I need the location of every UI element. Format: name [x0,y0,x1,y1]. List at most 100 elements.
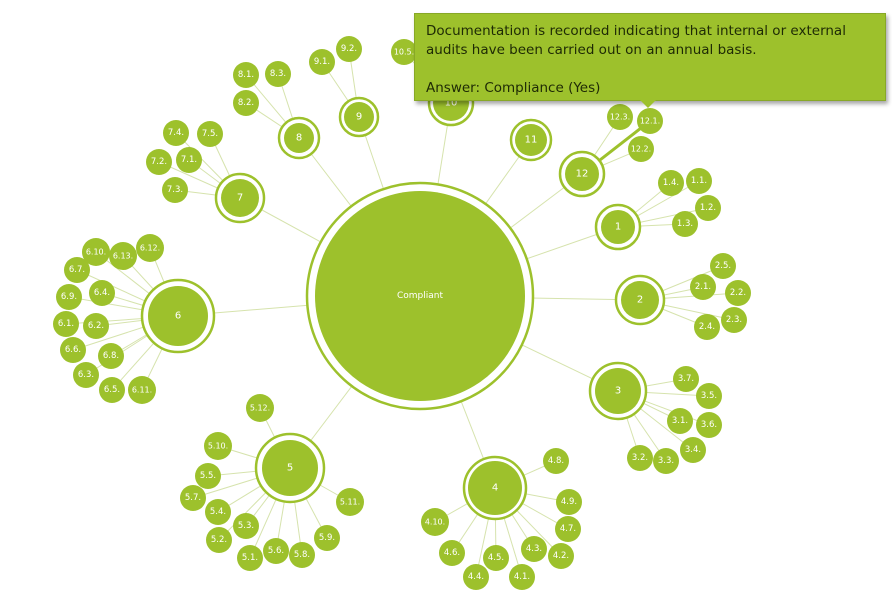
leaf-node-2-2-circle [725,280,751,306]
branch-node-1[interactable]: 1 [594,203,642,251]
branch-node-2[interactable]: 2 [614,274,666,326]
root-node-compliant[interactable]: Compliant [305,181,535,411]
leaf-node-4-4[interactable]: 4.4. [463,564,489,590]
leaf-node-8-2[interactable]: 8.2. [233,90,259,116]
leaf-node-6-6[interactable]: 6.6. [60,337,86,363]
leaf-node-7-3[interactable]: 7.3. [162,177,188,203]
branch-node-12[interactable]: 12 [558,150,606,198]
leaf-node-12-1[interactable]: 12.1. [637,108,663,134]
leaf-node-3-1[interactable]: 3.1. [667,408,693,434]
leaf-node-7-2[interactable]: 7.2. [146,149,172,175]
branch-node-4-label: 4 [492,483,498,494]
leaf-node-3-7[interactable]: 3.7. [673,366,699,392]
leaf-node-2-3[interactable]: 2.3. [721,307,747,333]
leaf-node-1-4[interactable]: 1.4. [658,170,684,196]
leaf-node-6-7[interactable]: 6.7. [64,257,90,283]
leaf-node-1-1[interactable]: 1.1. [686,168,712,194]
leaf-node-5-8-label: 5.8. [294,550,310,560]
leaf-node-8-1[interactable]: 8.1. [233,62,259,88]
leaf-node-12-3[interactable]: 12.3. [607,104,633,130]
leaf-node-3-3[interactable]: 3.3. [653,448,679,474]
leaf-node-4-6[interactable]: 4.6. [439,540,465,566]
leaf-node-3-5[interactable]: 3.5. [696,383,722,409]
leaf-node-1-3[interactable]: 1.3. [672,211,698,237]
leaf-node-6-9[interactable]: 6.9. [56,284,82,310]
tooltip-text: Documentation is recorded indicating tha… [426,23,846,58]
leaf-node-8-3[interactable]: 8.3. [265,61,291,87]
leaf-node-9-1[interactable]: 9.1. [309,49,335,75]
leaf-node-6-2-circle [83,313,109,339]
leaf-node-6-13-circle [109,242,137,270]
branch-node-8[interactable]: 8 [277,116,321,160]
branch-node-4[interactable]: 4 [462,455,528,521]
leaf-node-4-1[interactable]: 4.1. [509,564,535,590]
leaf-node-6-4[interactable]: 6.4. [89,280,115,306]
leaf-node-5-3[interactable]: 5.3. [233,513,259,539]
leaf-node-5-1[interactable]: 5.1. [237,545,263,571]
leaf-node-5-5[interactable]: 5.5. [195,463,221,489]
leaf-node-5-2[interactable]: 5.2. [206,527,232,553]
leaf-node-9-2[interactable]: 9.2. [336,36,362,62]
leaf-node-4-8[interactable]: 4.8. [543,448,569,474]
leaf-node-5-4[interactable]: 5.4. [205,499,231,525]
leaf-node-2-5-label: 2.5. [715,261,731,271]
leaf-node-5-11-circle [336,488,364,516]
leaf-node-12-2[interactable]: 12.2. [628,136,654,162]
leaf-node-8-2-circle [233,90,259,116]
leaf-node-5-9[interactable]: 5.9. [314,525,340,551]
leaf-node-5-8[interactable]: 5.8. [289,542,315,568]
leaf-node-4-9-circle [556,489,582,515]
leaf-node-6-3[interactable]: 6.3. [73,362,99,388]
branch-node-6[interactable]: 6 [140,278,216,354]
branch-node-11[interactable]: 11 [509,118,553,162]
leaf-node-4-2[interactable]: 4.2. [548,543,574,569]
leaf-node-2-5[interactable]: 2.5. [710,253,736,279]
leaf-node-3-6[interactable]: 3.6. [696,412,722,438]
leaf-node-6-13[interactable]: 6.13. [109,242,137,270]
leaf-node-2-1-label: 2.1. [695,282,711,292]
leaf-node-3-2[interactable]: 3.2. [627,445,653,471]
leaf-node-1-2[interactable]: 1.2. [695,195,721,221]
leaf-node-1-3-circle [672,211,698,237]
leaf-node-6-11-label: 6.11. [132,386,152,395]
leaf-node-5-7[interactable]: 5.7. [180,485,206,511]
leaf-node-6-1[interactable]: 6.1. [53,311,79,337]
leaf-node-12-2-label: 12.2. [631,145,651,154]
leaf-node-5-10[interactable]: 5.10. [204,432,232,460]
branch-node-3[interactable]: 3 [588,361,648,421]
leaf-node-6-2[interactable]: 6.2. [83,313,109,339]
leaf-node-2-4[interactable]: 2.4. [694,314,720,340]
branch-node-5[interactable]: 5 [254,432,326,504]
leaf-node-4-7[interactable]: 4.7. [555,516,581,542]
leaf-node-7-4[interactable]: 7.4. [163,120,189,146]
leaf-node-6-5[interactable]: 6.5. [99,377,125,403]
leaf-node-5-6[interactable]: 5.6. [263,538,289,564]
leaf-node-5-12-circle [246,394,274,422]
leaf-node-10-5[interactable]: 10.5. [391,39,417,65]
leaf-node-8-1-label: 8.1. [238,70,254,80]
leaf-node-8-2-label: 8.2. [238,98,254,108]
branch-node-9[interactable]: 9 [338,96,380,138]
leaf-node-7-5[interactable]: 7.5. [197,121,223,147]
leaf-node-2-2[interactable]: 2.2. [725,280,751,306]
leaf-node-4-10[interactable]: 4.10. [421,508,449,536]
leaf-node-3-4[interactable]: 3.4. [680,437,706,463]
root-node-compliant-label: Compliant [397,291,443,301]
leaf-node-5-11[interactable]: 5.11. [336,488,364,516]
leaf-node-6-8[interactable]: 6.8. [98,343,124,369]
leaf-node-12-1-circle [637,108,663,134]
leaf-node-4-3[interactable]: 4.3. [521,536,547,562]
leaf-node-6-10[interactable]: 6.10. [82,238,110,266]
leaf-node-6-12[interactable]: 6.12. [136,234,164,262]
leaf-node-5-12[interactable]: 5.12. [246,394,274,422]
branch-node-3-circle [595,368,641,414]
leaf-node-2-1[interactable]: 2.1. [690,274,716,300]
leaf-node-4-5[interactable]: 4.5. [483,545,509,571]
leaf-node-9-1-label: 9.1. [314,57,330,67]
leaf-node-6-11[interactable]: 6.11. [128,376,156,404]
leaf-node-7-1[interactable]: 7.1. [176,147,202,173]
leaf-node-4-9[interactable]: 4.9. [556,489,582,515]
leaf-node-2-2-label: 2.2. [730,288,746,298]
branch-node-7[interactable]: 7 [214,172,266,224]
leaf-node-7-2-circle [146,149,172,175]
